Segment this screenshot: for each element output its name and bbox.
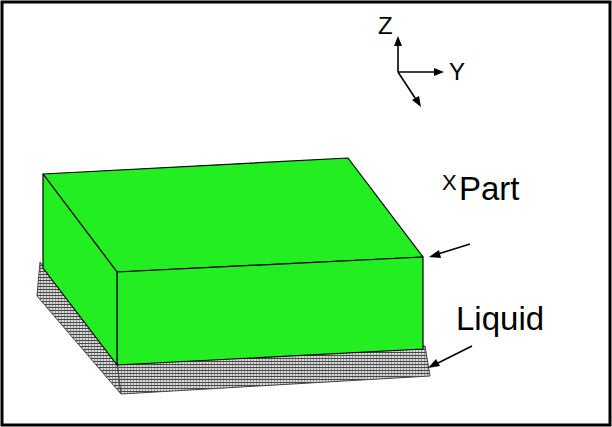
- axis-label: Z: [378, 14, 393, 38]
- axis-label: X: [442, 172, 457, 194]
- part-label: Liquid: [456, 302, 544, 335]
- part-label: Part: [459, 172, 520, 205]
- axis-label: Y: [449, 60, 465, 84]
- axis-triad: [394, 36, 444, 107]
- part-box: [43, 158, 423, 365]
